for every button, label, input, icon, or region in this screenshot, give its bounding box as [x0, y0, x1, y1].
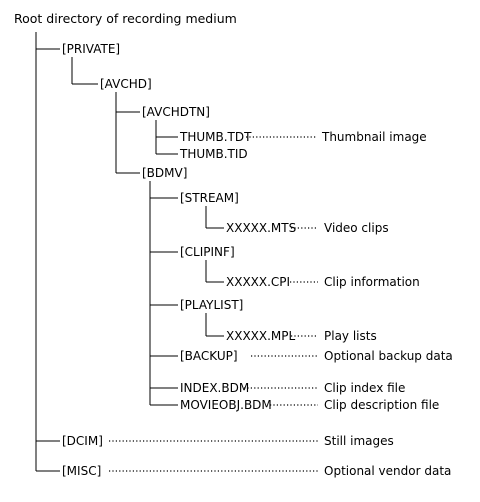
- folder-private: [PRIVATE]: [62, 42, 121, 56]
- desc-thumbnail: Thumbnail image: [322, 130, 427, 144]
- folder-dcim: [DCIM]: [62, 434, 103, 448]
- folder-misc: [MISC]: [62, 464, 102, 478]
- file-cpi: XXXXX.CPI: [226, 275, 291, 289]
- root-title: Root directory of recording medium: [14, 11, 237, 26]
- file-thumb-tid: THUMB.TID: [180, 147, 248, 161]
- file-mpl: XXXXX.MPL: [226, 329, 296, 343]
- desc-clip-description: Clip description file: [324, 398, 440, 412]
- desc-optional-backup: Optional backup data: [324, 349, 453, 363]
- folder-avchd: [AVCHD]: [100, 77, 152, 91]
- desc-still-images: Still images: [324, 434, 394, 448]
- file-movieobj-bdm: MOVIEOBJ.BDM: [180, 398, 272, 412]
- folder-clipinf: [CLIPINF]: [180, 245, 235, 259]
- desc-clip-index: Clip index file: [324, 381, 406, 395]
- tree-lines: [35, 32, 224, 472]
- file-thumb-tdt: THUMB.TDT: [180, 130, 252, 144]
- desc-optional-vendor: Optional vendor data: [324, 464, 452, 478]
- desc-clip-information: Clip information: [324, 275, 420, 289]
- leader-dots: [109, 136, 318, 472]
- folder-backup: [BACKUP]: [180, 349, 238, 363]
- file-mts: XXXXX.MTS: [226, 221, 297, 235]
- folder-avchdtn: [AVCHDTN]: [142, 105, 210, 119]
- desc-video-clips: Video clips: [324, 221, 389, 235]
- desc-play-lists: Play lists: [324, 329, 377, 343]
- folder-bdmv: [BDMV]: [142, 166, 188, 180]
- folder-stream: [STREAM]: [180, 191, 239, 205]
- file-index-bdm: INDEX.BDM: [180, 381, 250, 395]
- folder-playlist: [PLAYLIST]: [180, 298, 244, 312]
